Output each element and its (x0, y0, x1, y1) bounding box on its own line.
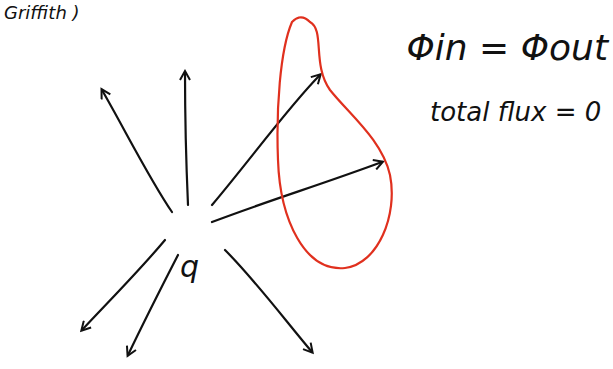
field-line (225, 250, 312, 352)
reference-note: Griffith ) (4, 3, 80, 23)
field-line (128, 255, 178, 355)
flux-equation: Φin = Φout (407, 28, 609, 68)
charge-symbol: q (180, 250, 199, 283)
field-line (185, 72, 188, 205)
field-line (212, 162, 382, 222)
closed-surface (278, 17, 392, 268)
flux-note: total flux = 0 (430, 98, 601, 127)
field-line (82, 240, 165, 330)
field-line (212, 75, 320, 205)
field-line (102, 90, 172, 212)
